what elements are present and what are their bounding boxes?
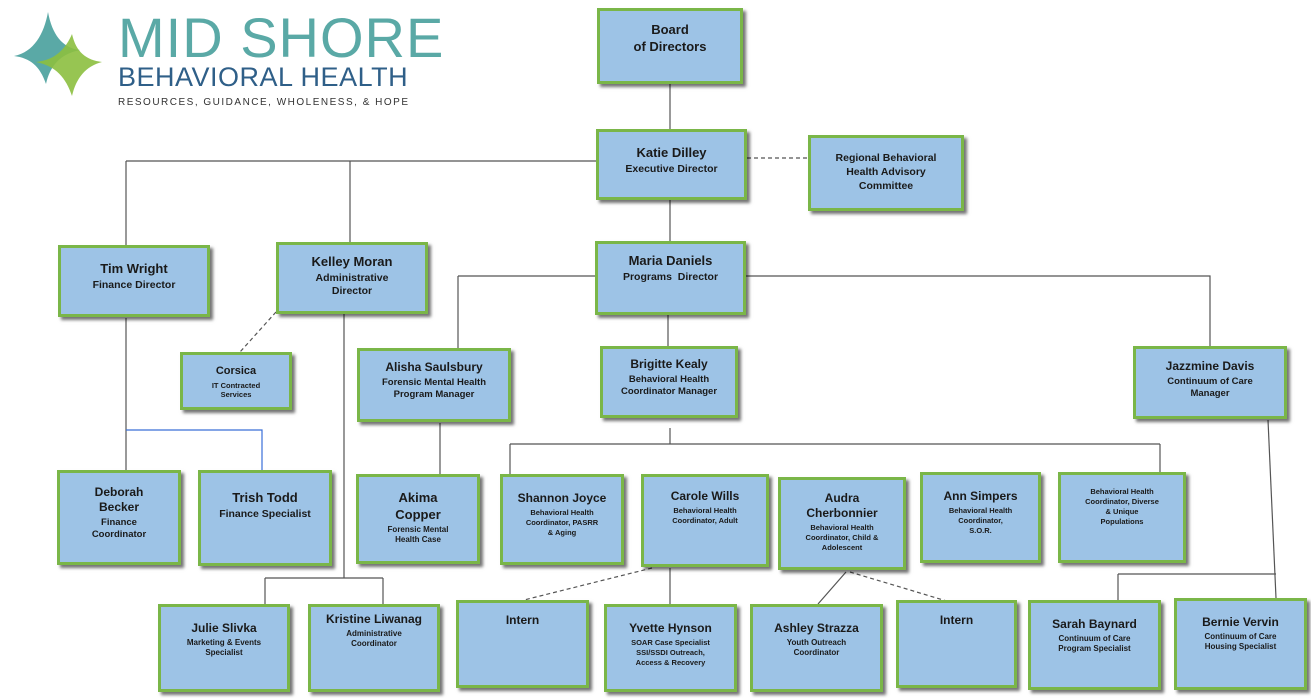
org-node-akima-copper: Akima Copper Forensic Mental Health Case	[356, 474, 480, 564]
node-name: Brigitte Kealy	[630, 357, 708, 371]
node-title: Youth Outreach Coordinator	[786, 638, 847, 657]
org-node-alisha-saulsbury: Alisha Saulsbury Forensic Mental Health …	[357, 348, 511, 422]
node-title: Administrative Coordinator	[346, 629, 402, 648]
node-name: Sarah Baynard	[1052, 617, 1137, 631]
org-node-diverse-coordinator: Behavioral Health Coordinator, Diverse &…	[1058, 472, 1186, 563]
org-node-intern-1: Intern	[456, 600, 589, 688]
org-node-trish-todd: Trish Todd Finance Specialist	[198, 470, 332, 566]
node-title: Finance Director	[92, 279, 176, 291]
node-title: Administrative Director	[315, 272, 389, 297]
node-title: Behavioral Health Coordinator Manager	[620, 374, 718, 397]
node-title: Continuum of Care Manager	[1167, 376, 1253, 399]
node-title: Executive Director	[625, 163, 718, 175]
logo-mark-icon	[14, 12, 102, 96]
node-title: Behavioral Health Coordinator, S.O.R.	[948, 506, 1013, 535]
logo-subtitle: BEHAVIORAL HEALTH	[118, 62, 409, 92]
node-name: Deborah Becker	[94, 485, 144, 514]
org-node-corsica: Corsica IT Contracted Services	[180, 352, 292, 410]
org-node-board: Board of Directors	[597, 8, 743, 84]
node-title: Behavioral Health Coordinator, Child & A…	[805, 523, 879, 552]
logo-title: MID SHORE	[118, 6, 445, 69]
org-node-brigitte-kealy: Brigitte Kealy Behavioral Health Coordin…	[600, 346, 738, 418]
node-title: Forensic Mental Health Program Manager	[382, 377, 486, 400]
node-name: Shannon Joyce	[517, 491, 607, 505]
node-name: Intern	[505, 613, 540, 627]
org-node-intern-2: Intern	[896, 600, 1017, 688]
node-title: Behavioral Health Coordinator, PASRR & A…	[525, 508, 599, 537]
node-title: Finance Specialist	[219, 508, 311, 520]
org-node-ashley-strazza: Ashley Strazza Youth Outreach Coordinato…	[750, 604, 883, 692]
node-title: Behavioral Health Coordinator, Adult	[672, 506, 738, 525]
org-node-maria-daniels: Maria Daniels Programs Director	[595, 241, 746, 315]
node-title: Behavioral Health Coordinator, Diverse &…	[1085, 487, 1159, 526]
org-node-carole-wills: Carole Wills Behavioral Health Coordinat…	[641, 474, 769, 567]
org-node-audra-cherbonnier: Audra Cherbonnier Behavioral Health Coor…	[778, 477, 906, 570]
node-title: SOAR Case Specialist SSI/SSDI Outreach, …	[631, 638, 710, 667]
node-name: Carole Wills	[670, 489, 740, 503]
node-name: Yvette Hynson	[629, 621, 712, 635]
node-name: Corsica	[215, 365, 257, 377]
node-title: Forensic Mental Health Case	[387, 525, 449, 544]
node-name: Ashley Strazza	[774, 621, 859, 635]
node-name: Kristine Liwanag	[325, 612, 423, 626]
org-node-sarah-baynard: Sarah Baynard Continuum of Care Program …	[1028, 600, 1161, 690]
node-title: Programs Director	[622, 271, 719, 283]
org-node-shannon-joyce: Shannon Joyce Behavioral Health Coordina…	[500, 474, 624, 565]
node-name: Alisha Saulsbury	[385, 360, 483, 374]
logo: MID SHORE BEHAVIORAL HEALTH RESOURCES, G…	[6, 4, 446, 114]
org-node-tim-wright: Tim Wright Finance Director	[58, 245, 210, 317]
org-node-yvette-hynson: Yvette Hynson SOAR Case Specialist SSI/S…	[604, 604, 737, 692]
org-node-katie-dilley: Katie Dilley Executive Director	[596, 129, 747, 200]
org-node-julie-slivka: Julie Slivka Marketing & Events Speciali…	[158, 604, 290, 692]
org-node-jazzmine-davis: Jazzmine Davis Continuum of Care Manager	[1133, 346, 1287, 419]
node-name: Akima Copper	[395, 490, 441, 522]
org-node-regional-committee: Regional Behavioral Health Advisory Comm…	[808, 135, 964, 211]
node-name: Intern	[939, 613, 974, 627]
org-node-kelley-moran: Kelley Moran Administrative Director	[276, 242, 428, 314]
node-name: Audra Cherbonnier	[806, 491, 878, 520]
node-name: Maria Daniels	[628, 253, 713, 268]
node-title: Regional Behavioral Health Advisory Comm…	[835, 152, 937, 192]
logo-tagline: RESOURCES, GUIDANCE, WHOLENESS, & HOPE	[118, 97, 410, 108]
node-title: IT Contracted Services	[211, 381, 261, 399]
node-name: Tim Wright	[100, 261, 168, 276]
node-name: Ann Simpers	[943, 489, 1018, 503]
org-node-deborah-becker: Deborah Becker Finance Coordinator	[57, 470, 181, 565]
node-name: Julie Slivka	[191, 621, 257, 635]
node-title: Continuum of Care Housing Specialist	[1204, 632, 1277, 651]
node-name: Kelley Moran	[311, 254, 393, 269]
node-title: Marketing & Events Specialist	[186, 638, 262, 657]
node-name: Trish Todd	[232, 490, 298, 505]
org-node-bernie-vervin: Bernie Vervin Continuum of Care Housing …	[1174, 598, 1307, 690]
node-name: Bernie Vervin	[1202, 615, 1279, 629]
node-name: Jazzmine Davis	[1165, 359, 1255, 373]
node-name: Board of Directors	[633, 22, 707, 54]
node-title: Continuum of Care Program Specialist	[1058, 634, 1131, 653]
org-node-kristine-liwanag: Kristine Liwanag Administrative Coordina…	[308, 604, 440, 692]
org-node-ann-simpers: Ann Simpers Behavioral Health Coordinato…	[920, 472, 1041, 563]
node-title: Finance Coordinator	[91, 517, 147, 540]
node-name: Katie Dilley	[636, 145, 707, 160]
